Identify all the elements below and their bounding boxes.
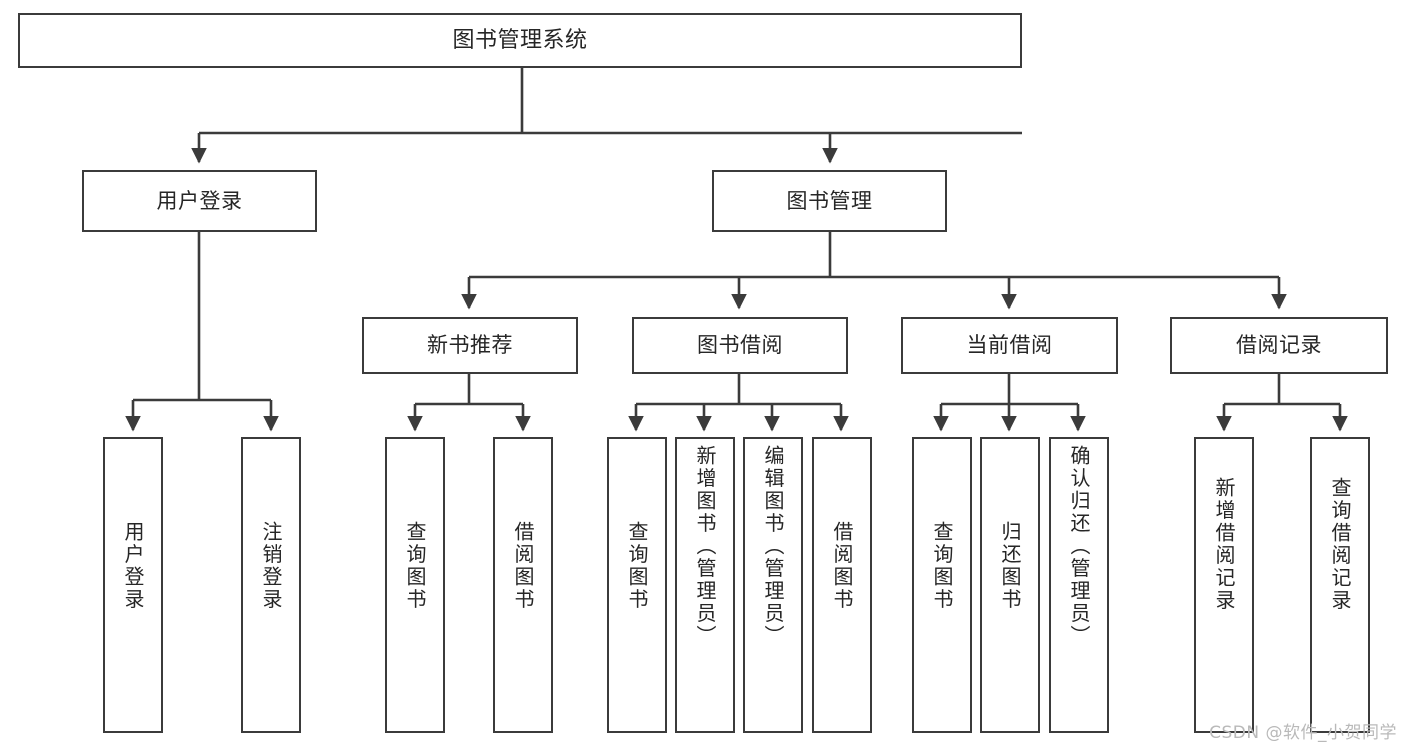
node-leaf-currentborrow-return-book[interactable]: 归还图书 (980, 437, 1040, 733)
node-leaf-borrowrecord-add-record-label: 新增借阅记录 (1212, 477, 1236, 612)
node-root-system-label: 图书管理系统 (452, 27, 588, 53)
node-leaf-newbook-borrow-book[interactable]: 借阅图书 (493, 437, 553, 733)
node-borrow-record[interactable]: 借阅记录 (1170, 317, 1388, 374)
node-root-system[interactable]: 图书管理系统 (18, 13, 1022, 68)
node-leaf-bookborrow-borrow-book[interactable]: 借阅图书 (812, 437, 872, 733)
node-leaf-user-login-label: 用户登录 (121, 521, 145, 611)
node-leaf-user-login[interactable]: 用户登录 (103, 437, 163, 733)
node-user-login[interactable]: 用户登录 (82, 170, 317, 232)
node-leaf-bookborrow-borrow-book-label: 借阅图书 (830, 521, 854, 611)
node-current-borrow[interactable]: 当前借阅 (901, 317, 1118, 374)
csdn-watermark: CSDN @软件_小贺同学 (1209, 723, 1397, 743)
node-leaf-bookborrow-query-book-label: 查询图书 (625, 521, 649, 611)
node-leaf-currentborrow-query-book-label: 查询图书 (930, 521, 954, 611)
node-book-borrow-label: 图书借阅 (697, 333, 783, 358)
node-user-login-label: 用户登录 (156, 188, 243, 213)
node-leaf-bookborrow-query-book[interactable]: 查询图书 (607, 437, 667, 733)
node-leaf-currentborrow-confirm-return[interactable]: 确认归还（管理员） (1049, 437, 1109, 733)
node-leaf-bookborrow-edit-book-label: 编辑图书（管理员） (761, 445, 785, 648)
node-current-borrow-label: 当前借阅 (966, 333, 1053, 358)
node-leaf-logout-label: 注销登录 (259, 521, 283, 611)
node-leaf-newbook-query-book-label: 查询图书 (403, 521, 427, 611)
node-leaf-newbook-borrow-book-label: 借阅图书 (511, 521, 535, 611)
node-book-manage-label: 图书管理 (786, 188, 873, 213)
node-leaf-newbook-query-book[interactable]: 查询图书 (385, 437, 445, 733)
node-leaf-borrowrecord-query-record-label: 查询借阅记录 (1328, 477, 1352, 612)
node-leaf-currentborrow-query-book[interactable]: 查询图书 (912, 437, 972, 733)
node-leaf-bookborrow-add-book-label: 新增图书（管理员） (693, 445, 717, 648)
node-leaf-logout[interactable]: 注销登录 (241, 437, 301, 733)
node-borrow-record-label: 借阅记录 (1236, 333, 1322, 358)
node-book-manage[interactable]: 图书管理 (712, 170, 947, 232)
node-book-borrow[interactable]: 图书借阅 (632, 317, 848, 374)
node-new-book-recommend-label: 新书推荐 (427, 333, 513, 358)
node-leaf-borrowrecord-query-record[interactable]: 查询借阅记录 (1310, 437, 1370, 733)
node-leaf-currentborrow-return-book-label: 归还图书 (998, 521, 1022, 611)
node-leaf-bookborrow-edit-book[interactable]: 编辑图书（管理员） (743, 437, 803, 733)
node-leaf-currentborrow-confirm-return-label: 确认归还（管理员） (1067, 445, 1091, 648)
node-leaf-bookborrow-add-book[interactable]: 新增图书（管理员） (675, 437, 735, 733)
node-leaf-borrowrecord-add-record[interactable]: 新增借阅记录 (1194, 437, 1254, 733)
node-new-book-recommend[interactable]: 新书推荐 (362, 317, 578, 374)
